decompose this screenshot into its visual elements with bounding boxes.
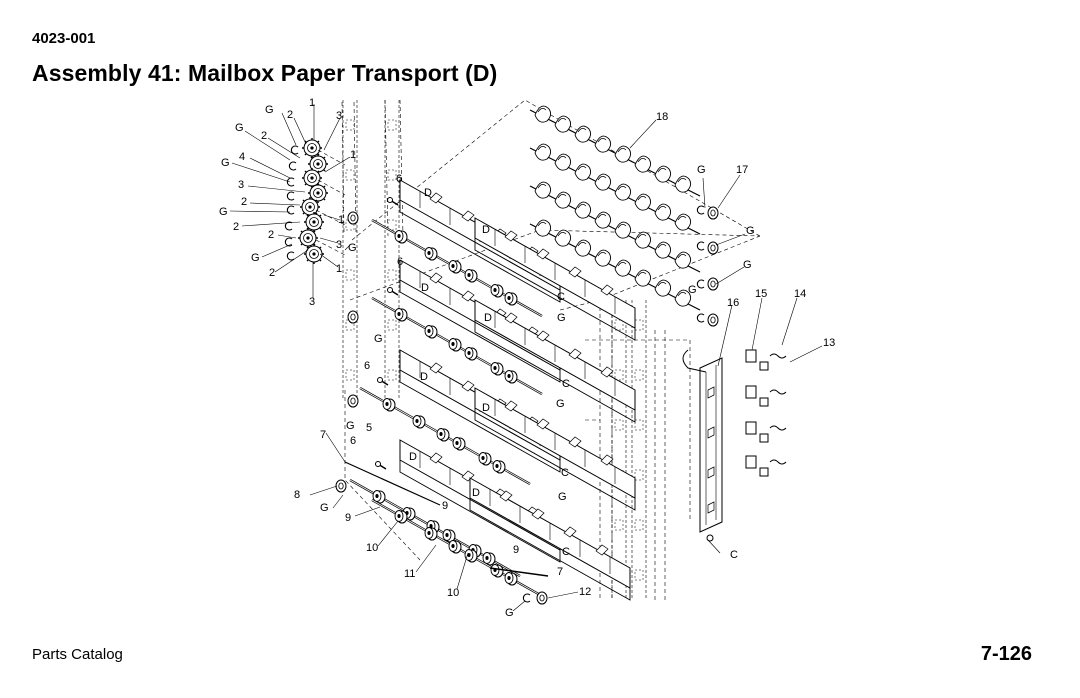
- callout-label: 6: [397, 256, 403, 268]
- callout-label: 10: [447, 587, 459, 599]
- callout-label: 7: [557, 566, 563, 578]
- callout-label: G: [251, 252, 260, 264]
- callout-label: 9: [442, 500, 448, 512]
- callout-label: 2: [269, 267, 275, 279]
- callout-label: G: [374, 333, 383, 345]
- callout-label: 3: [238, 179, 244, 191]
- transport-row-4: [335, 439, 631, 601]
- sensor-bracket: [682, 349, 723, 542]
- gear-stack: [284, 137, 346, 265]
- callout-label: 16: [727, 297, 739, 309]
- callouts-left: G 2 1 3 G 2 1 4 G 3 2 G 1 2 2 3 G 1 2 3: [219, 97, 356, 308]
- callout-label: 2: [268, 229, 274, 241]
- callout-label: 1: [336, 263, 342, 275]
- page-number: 7-126: [980, 643, 1032, 665]
- callout-label: G: [346, 420, 355, 432]
- callout-label: 13: [823, 337, 835, 349]
- callout-label: 3: [336, 239, 342, 251]
- callout-label: 9: [513, 544, 519, 556]
- footer-catalog-label: Parts Catalog: [32, 646, 123, 663]
- callout-label: 1: [338, 214, 344, 226]
- callout-label: G: [265, 104, 274, 116]
- callout-label: D: [420, 371, 428, 383]
- callout-label: G: [746, 225, 755, 237]
- callout-label: G: [743, 259, 752, 271]
- callout-label: C: [730, 549, 738, 561]
- callout-label: 8: [294, 489, 300, 501]
- transport-row-5: [372, 500, 549, 605]
- callout-label: 1: [350, 149, 356, 161]
- callout-label: 2: [261, 130, 267, 142]
- callout-label: G: [558, 491, 567, 503]
- callouts-center: 6 D D G 6 D C D G G 6 D C D G G 5 7 6 D …: [294, 173, 591, 619]
- callout-label: G: [556, 398, 565, 410]
- callout-label: G: [221, 157, 230, 169]
- callout-label: G: [505, 607, 514, 619]
- callout-label: 9: [345, 512, 351, 524]
- callouts-right: 18 G 17 G G G 15 14 16 13 C: [656, 111, 835, 561]
- callout-label: 10: [366, 542, 378, 554]
- callout-label: G: [688, 284, 697, 296]
- model-number: 4023-001: [32, 30, 96, 47]
- callout-label: G: [348, 242, 357, 254]
- callout-label: 2: [287, 109, 293, 121]
- callout-label: 6: [364, 360, 370, 372]
- callout-label: G: [320, 502, 329, 514]
- sensor-set: [745, 349, 787, 477]
- callout-label: 17: [736, 164, 748, 176]
- callout-label: 3: [336, 110, 342, 122]
- callout-label: 2: [241, 196, 247, 208]
- callout-label: 7: [320, 429, 326, 441]
- callout-label: D: [484, 312, 492, 324]
- callout-label: 2: [233, 221, 239, 233]
- callout-label: 4: [239, 151, 245, 163]
- callout-label: D: [472, 487, 480, 499]
- callout-label: 5: [366, 422, 372, 434]
- callout-label: 6: [350, 435, 356, 447]
- callout-label: 15: [755, 288, 767, 300]
- callout-label: G: [557, 312, 566, 324]
- paper-guide-assembly: [529, 105, 719, 327]
- callout-label: 3: [309, 296, 315, 308]
- callout-label: D: [409, 451, 417, 463]
- callout-label: D: [482, 402, 490, 414]
- callout-label: 11: [404, 568, 415, 580]
- callout-label: D: [421, 282, 429, 294]
- callout-label: G: [235, 122, 244, 134]
- side-frame-right: [611, 299, 647, 601]
- leader-lines: [229, 104, 823, 612]
- callout-label: G: [219, 206, 228, 218]
- callout-label: C: [557, 291, 565, 303]
- callout-label: 6: [396, 173, 402, 185]
- callout-label: C: [561, 467, 569, 479]
- callout-label: 12: [579, 586, 591, 598]
- page-title: Assembly 41: Mailbox Paper Transport (D): [32, 60, 498, 86]
- callout-label: G: [697, 164, 706, 176]
- callout-label: C: [562, 378, 570, 390]
- callout-label: 18: [656, 111, 668, 123]
- callout-label: 14: [794, 288, 806, 300]
- callout-label: 1: [309, 97, 315, 109]
- callout-label: C: [562, 546, 570, 558]
- callout-label: D: [482, 224, 490, 236]
- callout-label: D: [424, 187, 432, 199]
